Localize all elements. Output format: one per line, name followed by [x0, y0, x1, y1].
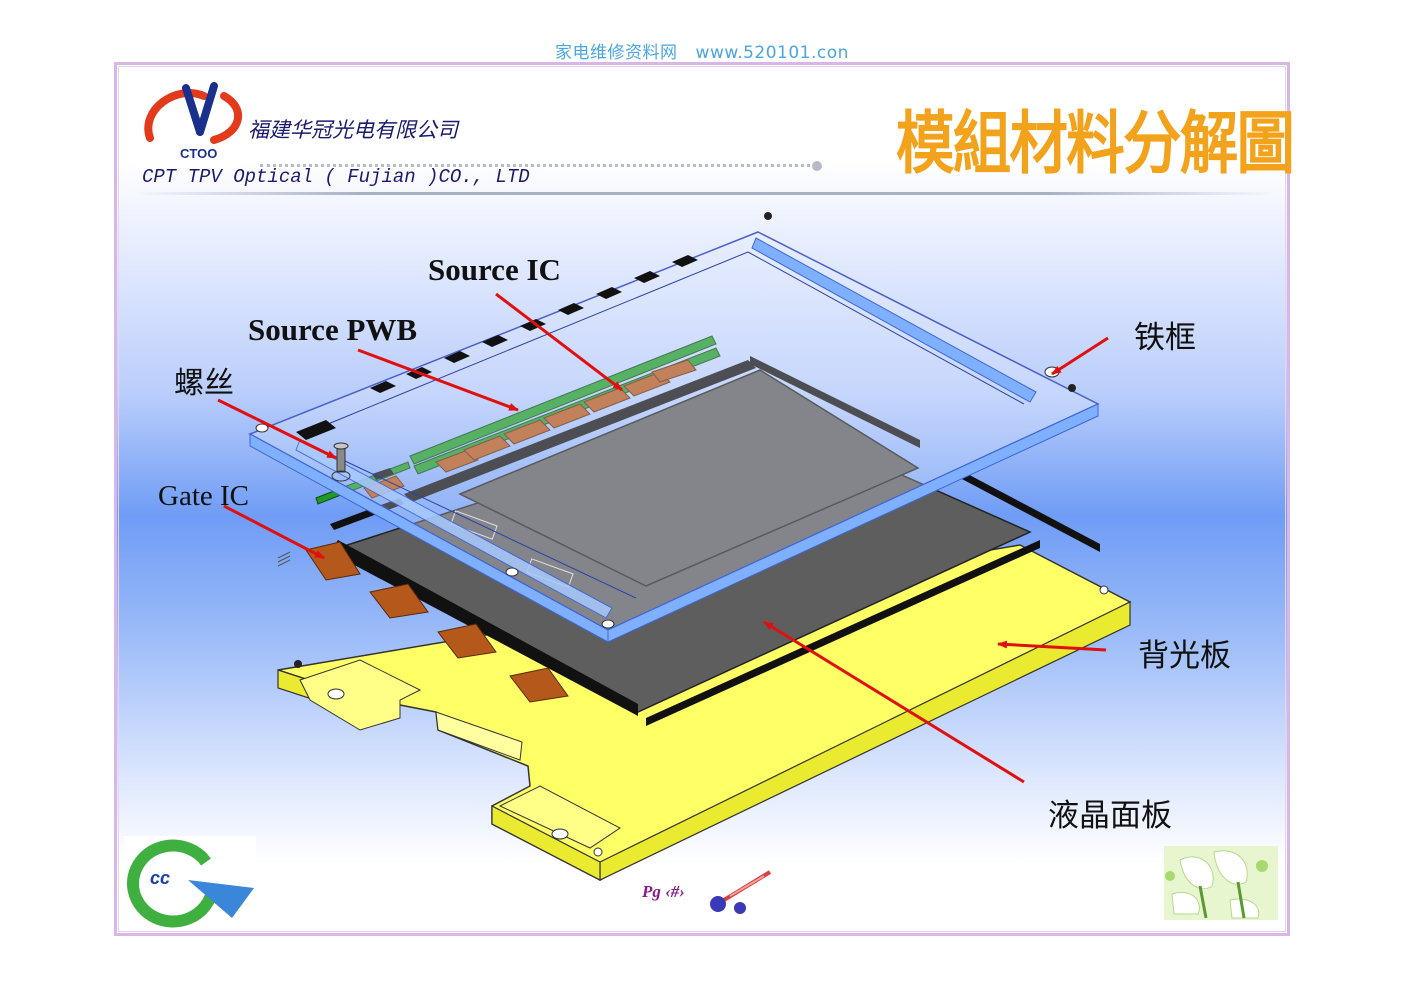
label-source-pwb: Source PWB — [248, 312, 418, 347]
company-name-en: CPT TPV Optical ( Fujian )CO., LTD — [142, 166, 530, 188]
iron-frame — [248, 212, 1100, 643]
arrow-iron-frame — [1051, 336, 1109, 376]
header-dotted-line — [260, 164, 816, 167]
gate-ic-pins — [277, 551, 291, 567]
label-lcd-panel: 液晶面板 — [1048, 798, 1172, 833]
header-dot — [812, 161, 822, 171]
flower-image — [1164, 846, 1278, 920]
company-logo: CTOO — [134, 78, 246, 166]
company-logo-text: CTOO — [180, 146, 217, 161]
backlight-unit — [277, 544, 1132, 881]
label-source-ic: Source IC — [428, 252, 561, 287]
arrow-backlight — [997, 640, 1107, 652]
screw — [331, 442, 351, 482]
page-footer-icon — [710, 870, 772, 914]
arrow-gate-ic — [223, 504, 325, 560]
watermark-url: www.520101.con — [695, 43, 849, 63]
panel-upper-layer — [315, 335, 1100, 588]
arrow-source-ic — [495, 292, 623, 392]
arrow-lcd-panel — [763, 620, 1025, 784]
label-screw: 螺丝 — [174, 367, 234, 400]
header-divider — [134, 192, 1274, 195]
arrow-source-pwb — [357, 348, 519, 412]
label-iron-frame: 铁框 — [1134, 320, 1196, 355]
arrow-screw — [217, 398, 337, 460]
slide-title: 模組材料分解圖 — [896, 105, 1295, 184]
label-backlight: 背光板 — [1138, 638, 1231, 673]
watermark-site-name: 家电维修资料网 — [555, 43, 678, 63]
label-gate-ic: Gate IC — [158, 480, 249, 512]
callout-arrows — [217, 292, 1109, 784]
company-name-cn: 福建华冠光电有限公司 — [248, 118, 458, 142]
page-number: Pg ‹#› — [642, 882, 685, 901]
watermark: 家电维修资料网 www.520101.con — [0, 38, 1404, 63]
footer-logo: cc — [124, 836, 256, 928]
footer-logo-text: cc — [150, 868, 170, 888]
